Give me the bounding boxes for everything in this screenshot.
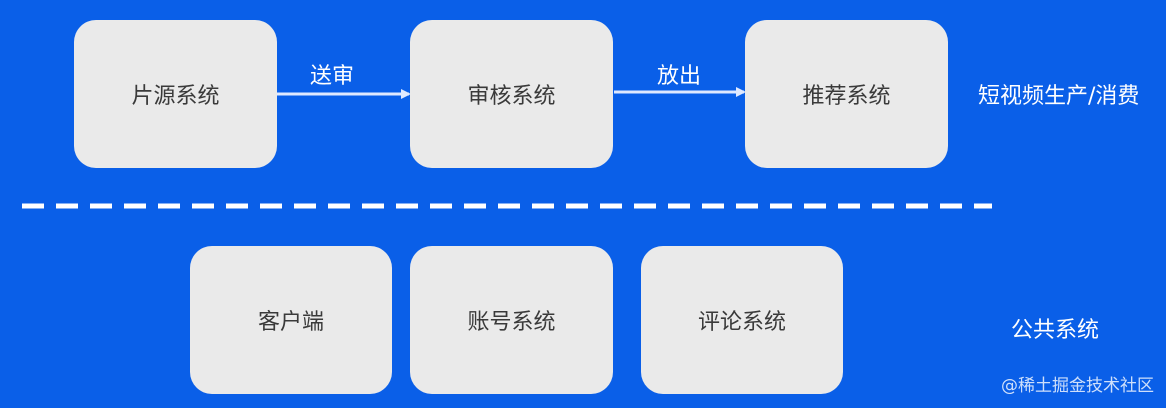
node-source-system-label: 片源系统 [131,84,220,109]
group-label-production: 短视频生产/消费 [978,84,1140,109]
node-recommend-system-label: 推荐系统 [802,84,891,109]
watermark-text: @稀土掘金技术社区 [1001,376,1154,396]
node-comment-system: 评论系统 [641,246,843,394]
node-source-system: 片源系统 [74,20,277,168]
node-review-system: 审核系统 [410,20,613,168]
node-review-system-label: 审核系统 [467,84,556,109]
node-comment-system-label: 评论系统 [697,310,786,335]
edge-label-send-review: 送审 [310,64,355,89]
node-account-system: 账号系统 [410,246,613,394]
node-recommend-system: 推荐系统 [745,20,948,168]
group-label-public: 公共系统 [1011,318,1100,343]
node-account-system-label: 账号系统 [467,310,556,335]
edge-label-release: 放出 [657,64,702,89]
node-client-label: 客户端 [257,310,324,335]
node-client: 客户端 [190,246,392,394]
